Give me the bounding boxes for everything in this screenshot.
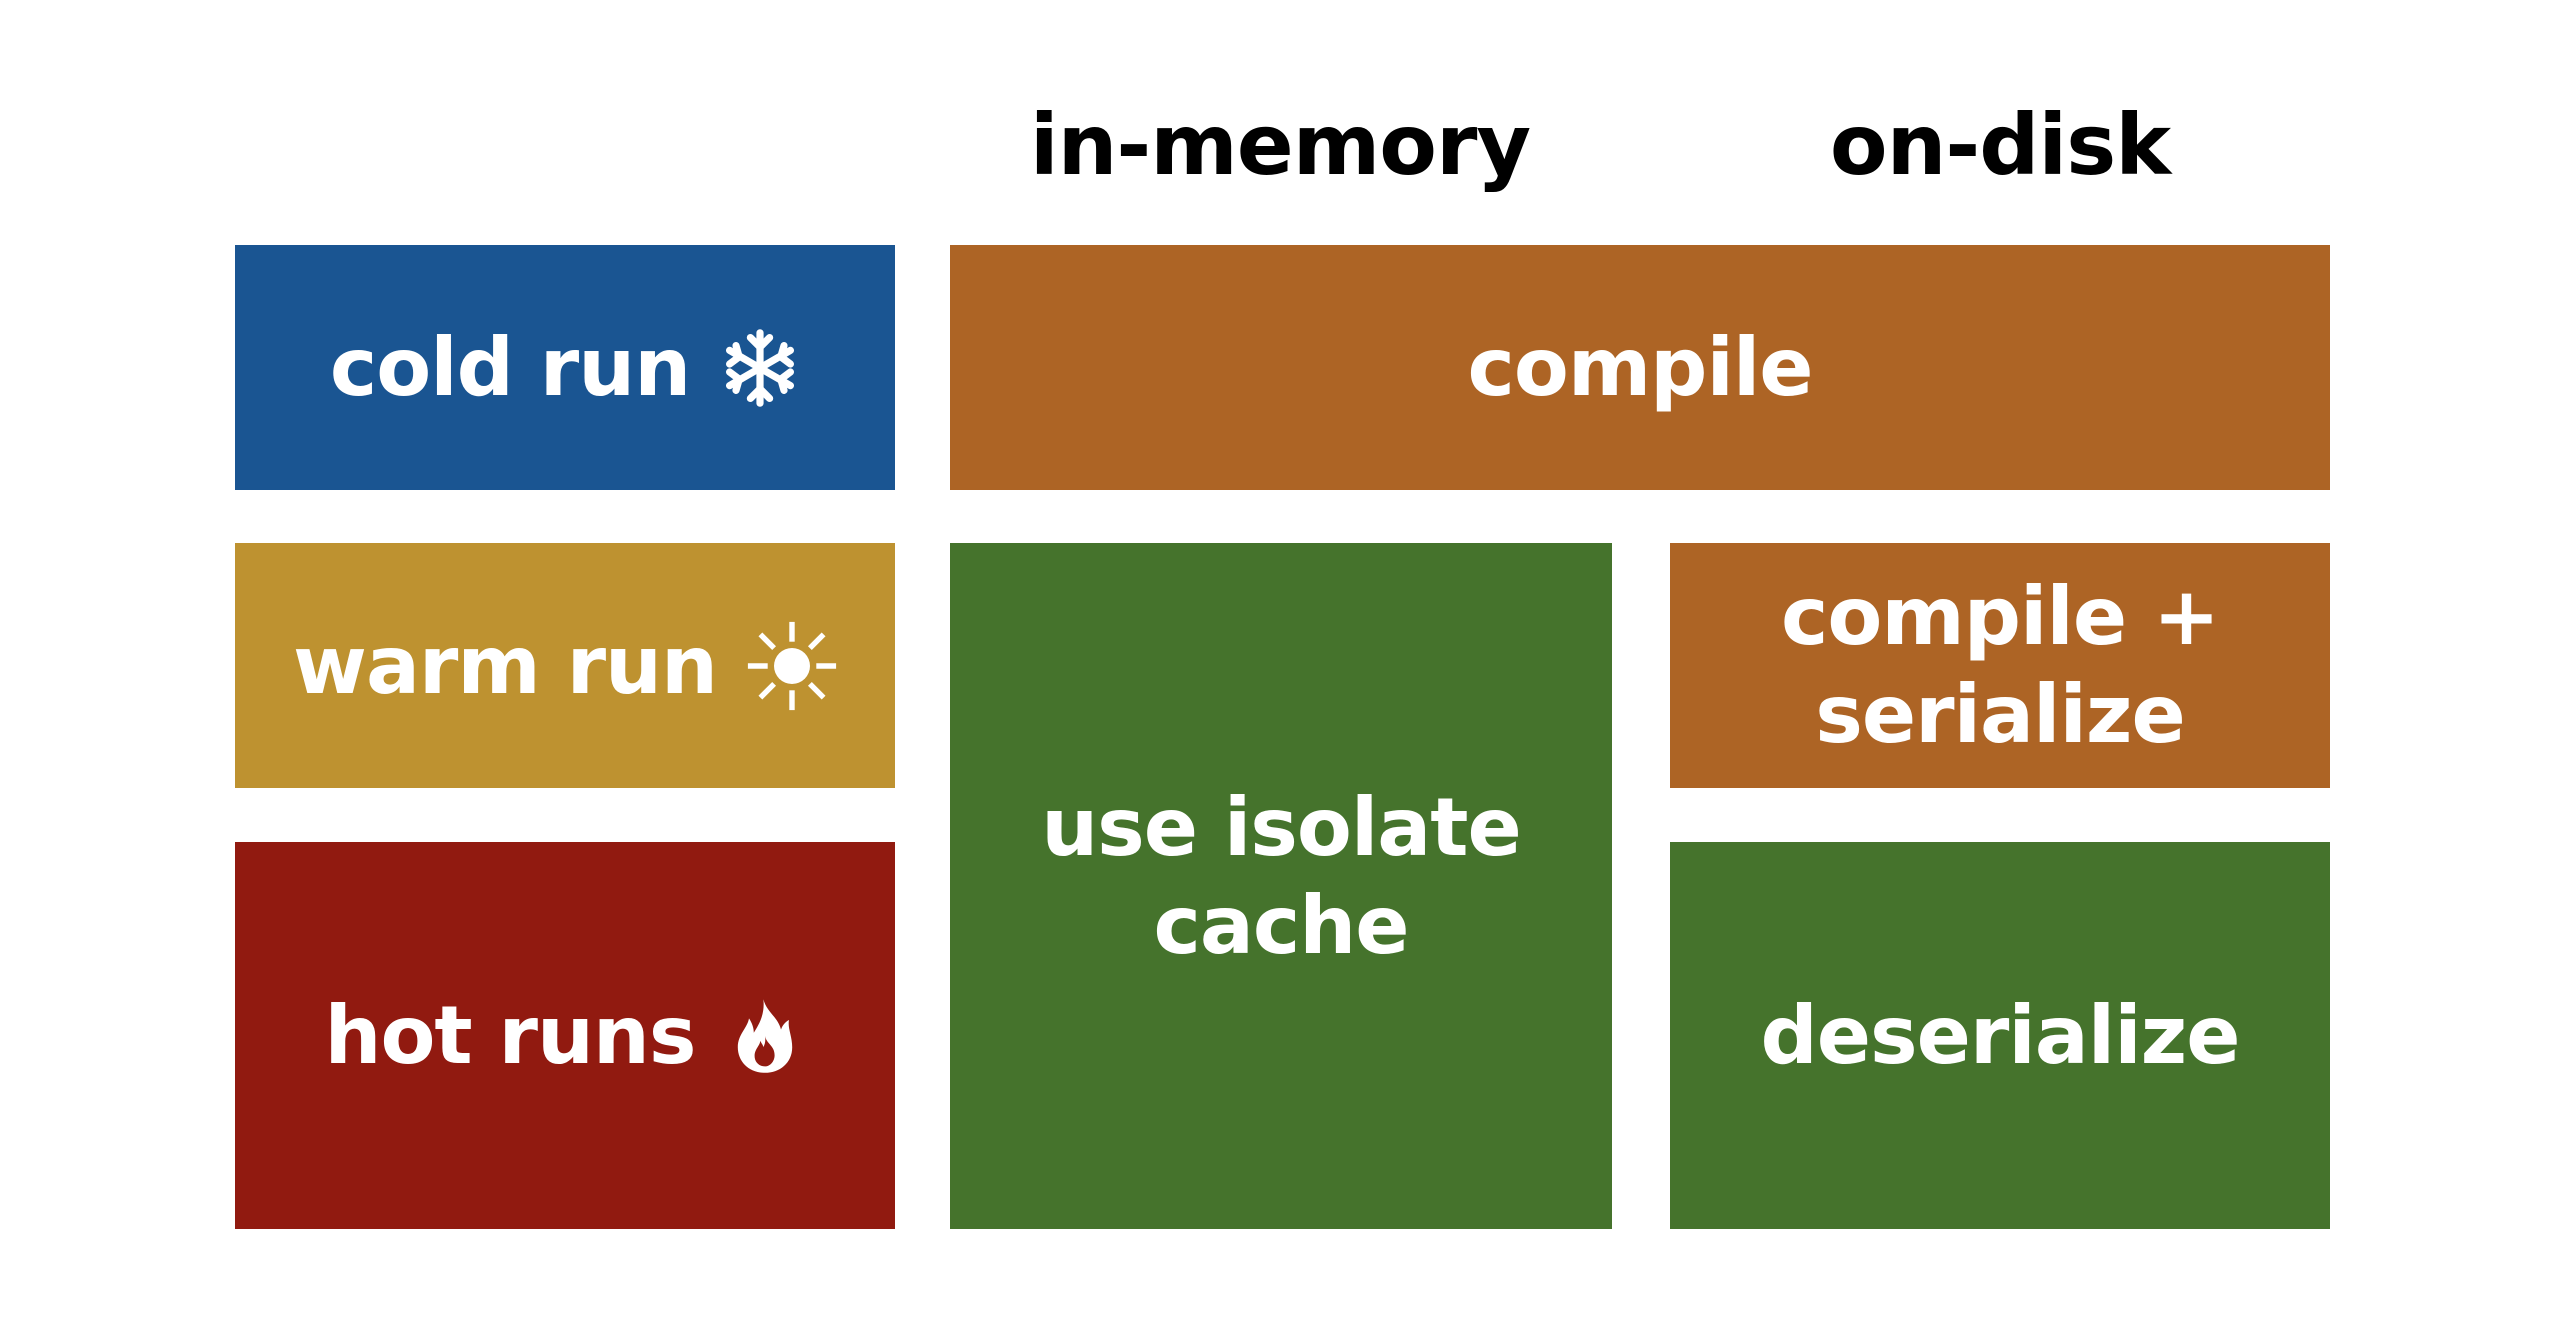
column-header-in-memory: in-memory [1029, 96, 1531, 194]
sun-icon [747, 621, 837, 711]
row-warm-run: warm run [235, 543, 895, 788]
row-hot-runs: hot runs [235, 842, 895, 1229]
cell-label-compile-serialize-line2: serialize [1815, 667, 2185, 761]
fire-icon [725, 996, 805, 1076]
cell-label-use-isolate-cache-line1: use isolate [1041, 781, 1522, 874]
column-header-on-disk: on-disk [1829, 96, 2171, 194]
cell-label-deserialize: deserialize [1760, 988, 2241, 1082]
row-label-warm-run: warm run [293, 618, 718, 712]
cell-label-compile: compile [1467, 320, 1813, 414]
cell-compile: compile [950, 245, 2330, 490]
row-cold-run: cold run [235, 245, 895, 490]
cell-label-compile-serialize-line1: compile + [1781, 569, 2220, 663]
snowflake-icon [720, 328, 800, 408]
row-label-hot-runs: hot runs [324, 988, 697, 1082]
cell-compile-serialize: compile + serialize [1670, 543, 2330, 788]
cell-deserialize: deserialize [1670, 842, 2330, 1229]
cell-label-use-isolate-cache-line2: cache [1153, 878, 1409, 972]
row-label-cold-run: cold run [329, 320, 691, 414]
cell-use-isolate-cache: use isolate cache [950, 543, 1612, 1229]
